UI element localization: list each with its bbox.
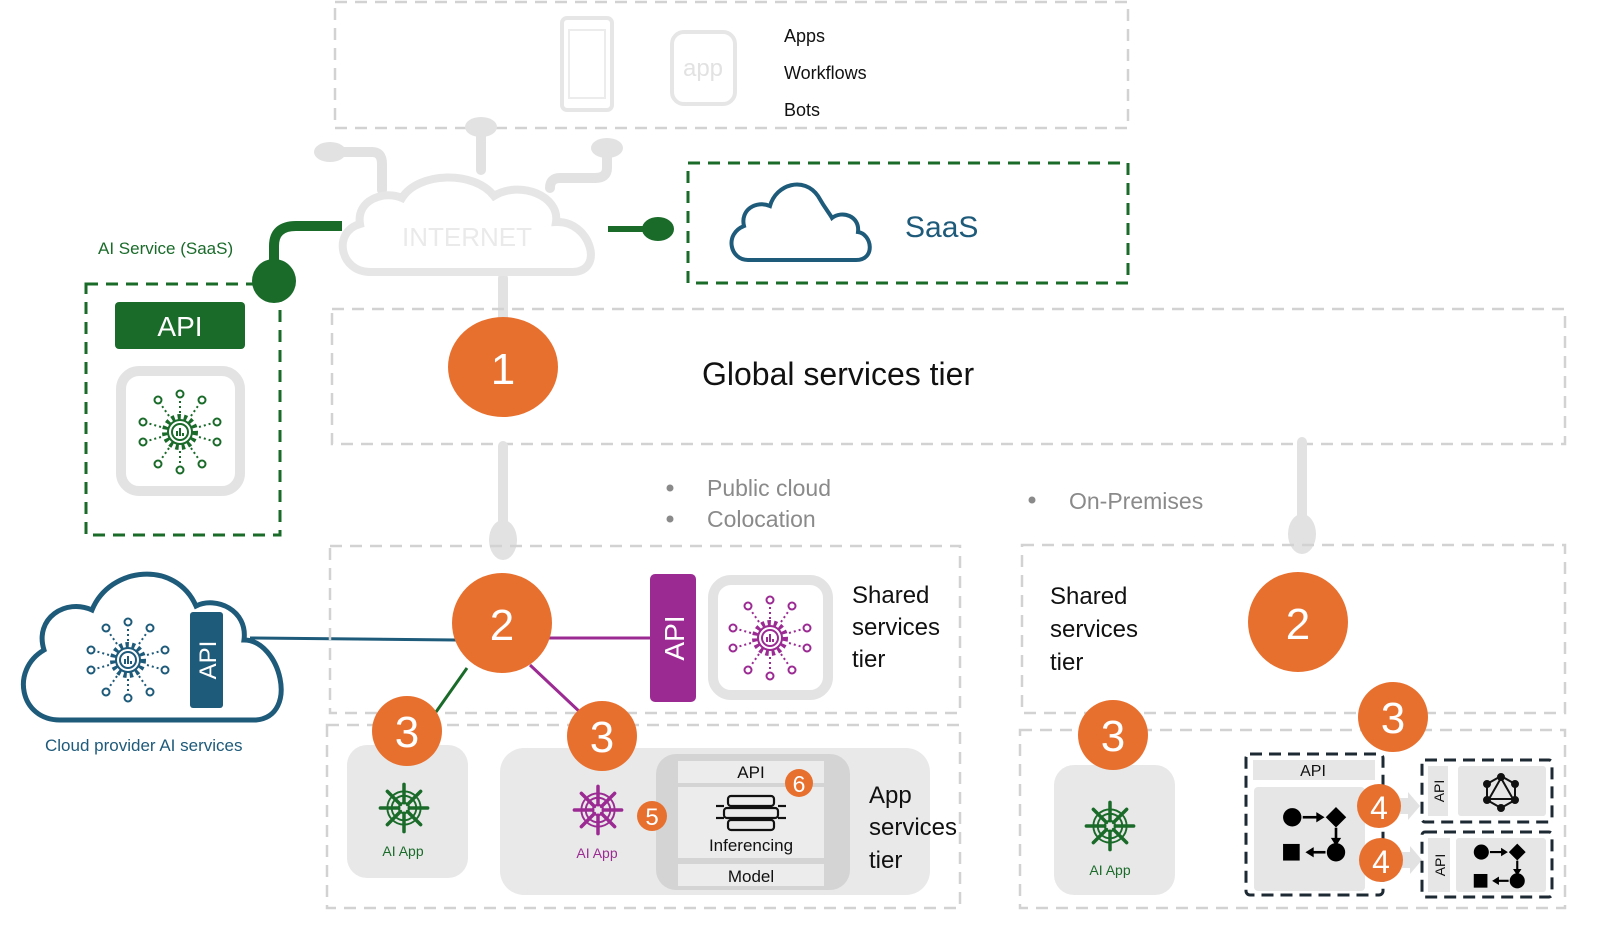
- svg-text:AI App: AI App: [382, 843, 423, 859]
- client-bots: Bots: [784, 100, 820, 120]
- location-colocation: Colocation: [707, 506, 816, 532]
- svg-text:INTERNET: INTERNET: [402, 222, 532, 252]
- svg-text:6: 6: [793, 771, 806, 797]
- model-api: API: [737, 763, 764, 782]
- ai-service-saas-box: [84, 282, 282, 537]
- svg-text:API: API: [1432, 854, 1448, 877]
- saas-ai-connector: [269, 221, 342, 280]
- ai-service-saas-label: AI Service (SaaS): [98, 239, 233, 258]
- svg-text:Shared: Shared: [852, 582, 929, 609]
- saas-label: SaaS: [905, 211, 978, 244]
- svg-text:API: API: [195, 641, 222, 680]
- svg-text:AI App: AI App: [1089, 862, 1130, 878]
- inference-server-icon: [716, 794, 786, 832]
- svg-text:5: 5: [645, 804, 658, 831]
- svg-text:3: 3: [1101, 712, 1125, 761]
- connector-node: [489, 520, 517, 560]
- svg-text:services: services: [852, 614, 940, 641]
- internet-connectors: [314, 117, 623, 323]
- svg-text:3: 3: [395, 708, 419, 757]
- badge-3: [372, 696, 442, 766]
- global-tier-label: Global services tier: [702, 356, 974, 392]
- svg-text:tier: tier: [852, 646, 885, 673]
- graphql-icon: [1483, 773, 1519, 812]
- svg-text:API: API: [1431, 780, 1447, 803]
- connector-node: [1288, 514, 1316, 554]
- badge-2: [1248, 572, 1348, 672]
- internet-cloud: INTERNET: [338, 173, 595, 276]
- svg-text:tier: tier: [1050, 649, 1083, 676]
- connector-node: [642, 217, 674, 241]
- svg-text:4: 4: [1370, 790, 1388, 826]
- client-workflows: Workflows: [784, 63, 867, 83]
- svg-text:3: 3: [590, 713, 614, 762]
- svg-text:services: services: [869, 814, 957, 841]
- cloud-provider-api: [190, 612, 223, 708]
- svg-text:API: API: [157, 311, 202, 342]
- inferencing-label: Inferencing: [709, 836, 793, 855]
- badge-6: [785, 769, 813, 797]
- svg-text:3: 3: [1381, 694, 1405, 743]
- shared-api: [650, 574, 696, 702]
- client-apps: Apps: [784, 26, 825, 46]
- badge-3: [1358, 682, 1428, 752]
- clients-box: [333, 0, 1130, 130]
- phone-icon: [560, 16, 614, 112]
- cloud-provider-label: Cloud provider AI services: [45, 736, 242, 755]
- app-icon: app: [670, 30, 737, 106]
- svg-text:services: services: [1050, 616, 1138, 643]
- cloud-provider-connector: [249, 636, 457, 642]
- badge-1: [448, 317, 558, 417]
- svg-text:Shared: Shared: [1050, 583, 1127, 610]
- svg-text:AI App: AI App: [576, 845, 617, 861]
- badge-4: [1357, 784, 1401, 828]
- svg-text:2: 2: [1286, 600, 1310, 649]
- cloud-icon: [729, 182, 872, 262]
- graph-service-box: [1420, 758, 1554, 824]
- badge-3: [1078, 700, 1148, 770]
- saas-api-button: [115, 302, 245, 349]
- cloud-provider-cloud: [20, 571, 284, 723]
- location-public-cloud: Public cloud: [707, 475, 831, 501]
- svg-text:API: API: [659, 615, 690, 660]
- svg-text:4: 4: [1372, 844, 1390, 880]
- shared-services-tier-right: [1020, 543, 1567, 715]
- badge-2: [452, 573, 552, 673]
- badge-3: [567, 701, 637, 771]
- connector-node: [252, 259, 296, 303]
- svg-text:tier: tier: [869, 847, 902, 874]
- saas-box: [686, 161, 1130, 285]
- svg-text:app: app: [683, 55, 723, 82]
- app-services-tier-left: [325, 723, 962, 910]
- badge-5: [637, 801, 667, 831]
- svg-text:1: 1: [491, 345, 515, 394]
- location-on-premises: On-Premises: [1069, 488, 1203, 514]
- svg-text:App: App: [869, 782, 912, 809]
- svg-text:API: API: [1300, 763, 1326, 780]
- workflow-service-box: [1420, 830, 1554, 899]
- model-label: Model: [728, 867, 774, 886]
- shared-services-tier-left: [328, 544, 962, 715]
- global-services-tier: [330, 307, 1567, 446]
- svg-text:2: 2: [490, 601, 514, 650]
- badge-4: [1359, 838, 1403, 882]
